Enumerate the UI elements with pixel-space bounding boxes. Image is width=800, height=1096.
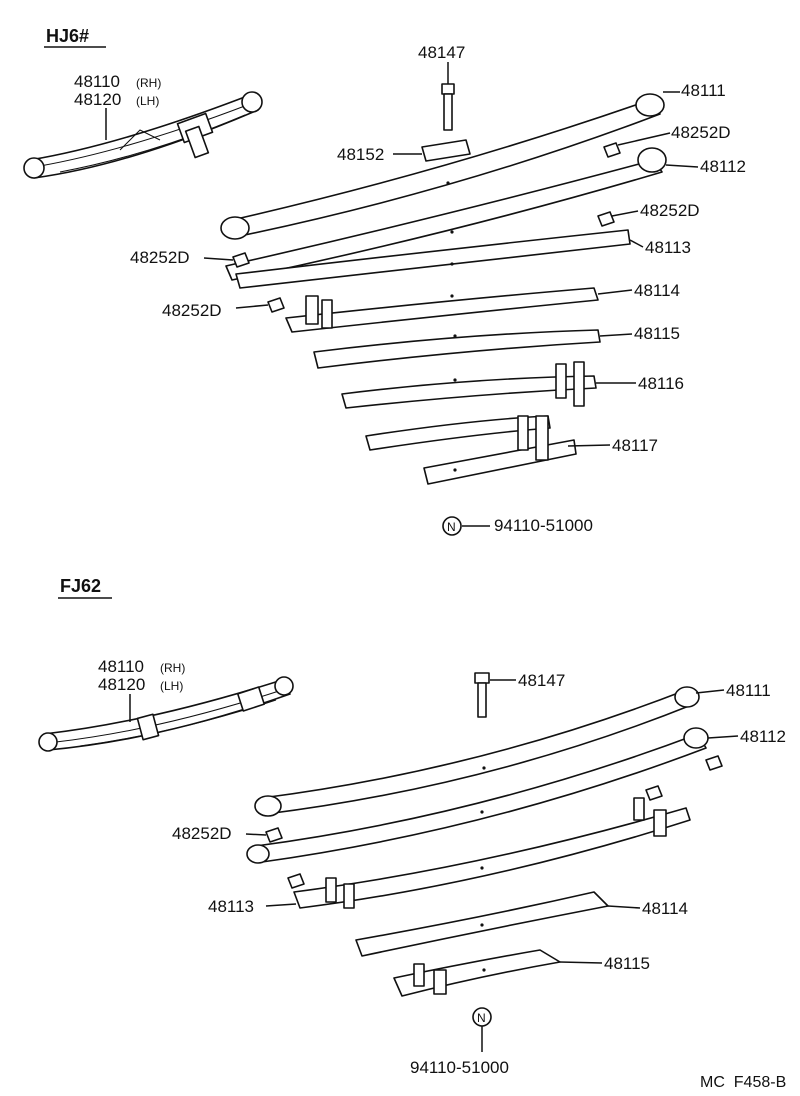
leader-line	[617, 132, 671, 146]
assembly-suffix-lh: (LH)	[136, 94, 159, 108]
leaf-pad	[597, 211, 615, 227]
center-bolt	[441, 83, 455, 131]
label-48111: 48111	[726, 681, 771, 700]
leaf-48114	[355, 891, 609, 957]
assembly-number-rh: 48110	[74, 72, 120, 91]
leaf-pad	[267, 297, 285, 313]
label-48113: 48113	[645, 238, 691, 257]
leaf-pad	[287, 873, 305, 889]
label-48252d-3: 48252D	[130, 248, 190, 267]
label-48112: 48112	[700, 157, 746, 176]
spring-assembly-fj62	[38, 676, 294, 752]
leader-line	[629, 239, 644, 248]
leader-line	[235, 304, 269, 309]
label-48116: 48116	[638, 374, 684, 393]
label-48252d-1: 48252D	[671, 123, 731, 142]
label-48152: 48152	[337, 145, 384, 164]
leader-line	[265, 903, 297, 907]
label-48147: 48147	[418, 43, 465, 62]
label-48252d: 48252D	[172, 824, 232, 843]
leaf-pad	[265, 827, 283, 843]
assembly-number-rh: 48110	[98, 657, 144, 676]
assembly-suffix-rh: (RH)	[160, 661, 185, 675]
leader-line	[695, 689, 725, 694]
note-part-number: 94110-51000	[494, 516, 593, 535]
label-48147: 48147	[518, 671, 565, 690]
leaf-48113	[235, 229, 631, 289]
leaf-48114	[285, 287, 599, 333]
leader-line	[599, 333, 633, 337]
center-bolt	[474, 672, 490, 718]
label-48111: 48111	[681, 81, 726, 100]
leader-line	[597, 289, 633, 295]
leaf-48116	[341, 361, 597, 409]
assembly-number-lh: 48120	[74, 90, 121, 109]
leader-line	[567, 444, 611, 447]
leader-line	[611, 210, 639, 217]
note-symbol: N	[477, 1011, 486, 1025]
leaf-48113	[293, 797, 691, 909]
leaf-48112	[225, 147, 667, 281]
section-title-fj62: FJ62	[60, 576, 101, 596]
label-48114: 48114	[642, 899, 688, 918]
note-symbol: N	[447, 520, 456, 534]
note-marker: N	[472, 1007, 492, 1027]
label-48117: 48117	[612, 436, 658, 455]
diagram-code: MC F458-B	[700, 1074, 786, 1091]
leaf-48111	[254, 686, 700, 817]
leader-line	[665, 164, 699, 168]
leader-line	[203, 257, 234, 261]
leader-line	[559, 961, 603, 964]
label-48114: 48114	[634, 281, 680, 300]
leader-line	[707, 735, 739, 739]
label-48115: 48115	[634, 324, 680, 343]
leaf-48115	[313, 329, 601, 369]
leader-line	[245, 833, 267, 836]
label-48252d-4: 48252D	[162, 301, 222, 320]
leaf-48117	[365, 415, 577, 485]
leaf-pad	[603, 142, 621, 158]
spring-assembly-hj6	[23, 91, 263, 179]
section-fj62: FJ62 48110 (RH) 48120 (LH) 48147	[38, 576, 786, 1077]
assembly-suffix-rh: (RH)	[136, 76, 161, 90]
note-part-number: 94110-51000	[410, 1058, 509, 1077]
leaf-pad	[232, 252, 250, 268]
spacer-plate	[421, 139, 471, 162]
leaf-pad	[645, 785, 663, 801]
assembly-suffix-lh: (LH)	[160, 679, 183, 693]
leader-line	[607, 905, 641, 909]
section-hj6: HJ6# 48110 (RH) 48120 (LH) 48147 48152	[23, 26, 746, 536]
label-48112: 48112	[740, 727, 786, 746]
label-48252d-2: 48252D	[640, 201, 700, 220]
section-title-hj6: HJ6#	[46, 26, 89, 46]
leaf-48115	[393, 949, 561, 997]
note-marker: N	[442, 516, 462, 536]
label-48115: 48115	[604, 954, 650, 973]
label-48113: 48113	[208, 897, 254, 916]
leaf-48111	[220, 93, 665, 240]
assembly-number-lh: 48120	[98, 675, 145, 694]
leaf-pad	[705, 755, 723, 771]
